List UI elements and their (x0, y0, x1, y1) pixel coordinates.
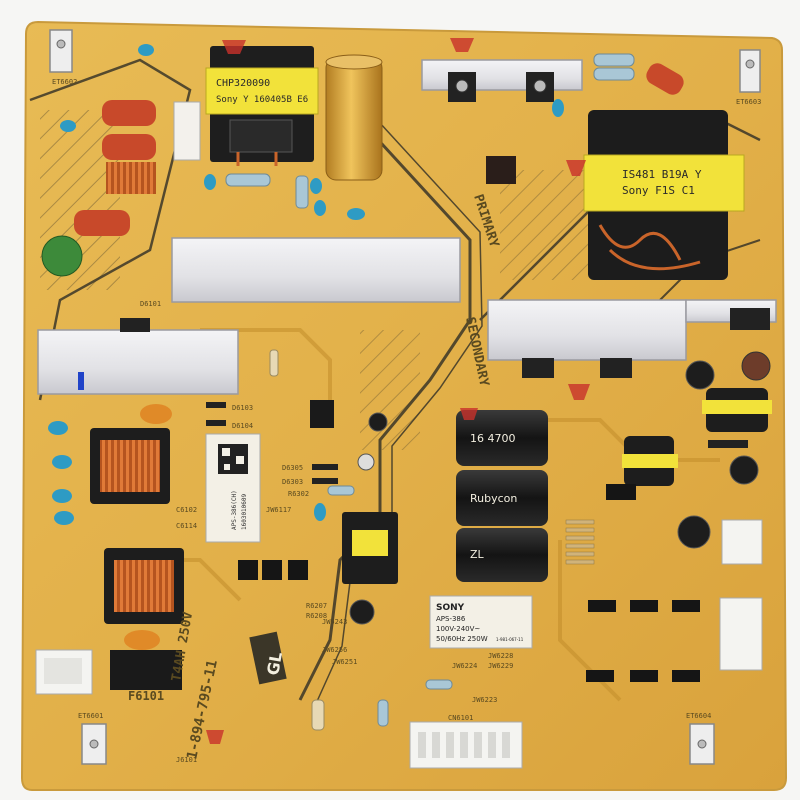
ceramic-cap-orange-2 (124, 630, 160, 650)
rating-label: SONY APS-386 100V-240V~ 50/60Hz 250W 1-9… (429, 595, 533, 649)
silk-warning-marks-red (206, 38, 590, 744)
silk-jw6243: JW6243 (322, 618, 347, 626)
silk-r6207: R6207 (306, 602, 327, 610)
silk-fuse-ref: F6101 (128, 689, 164, 703)
silk-r6208: R6208 (306, 612, 327, 620)
heatsink-top-bracket (421, 59, 583, 91)
mounting-tab-bottom-left (81, 723, 107, 765)
ic-chip-rows (238, 484, 700, 682)
transformer-standby (342, 512, 398, 584)
silk-jw6256: JW6256 (322, 646, 347, 654)
capacitor-brand: Rubycon (470, 492, 517, 505)
silk-et6601: ET6601 (78, 712, 103, 720)
ic-chip-8pin (310, 400, 334, 428)
ceramic-caps-blue (48, 44, 564, 525)
silk-jw6251: JW6251 (332, 658, 357, 666)
film-capacitors (74, 63, 684, 236)
trace-hatch-right (500, 170, 590, 280)
mounting-tab-bottom-right (689, 723, 715, 765)
silk-jw6229: JW6229 (488, 662, 513, 670)
silk-jw6223: JW6223 (472, 696, 497, 704)
connector-right-2 (719, 597, 763, 671)
silk-d6305: D6305 (282, 464, 303, 472)
inductors-yellow-right (622, 388, 772, 486)
fuse-holder (110, 650, 182, 690)
silk-d6101: D6101 (140, 300, 161, 308)
qr-label-id-1: APS-386(CH) (231, 490, 238, 530)
silk-d6303: D6303 (282, 478, 303, 486)
silk-r6302: R6302 (288, 490, 309, 498)
silk-et6603: ET6603 (736, 98, 761, 106)
transistors-right-heatsink (522, 308, 770, 378)
silk-jw6117: JW6117 (266, 506, 291, 514)
qr-label: APS-386(CH) 1603010609 (205, 433, 261, 543)
transformer-small: CHP320090 Sony Y 160405B E6 (205, 46, 319, 166)
bobbin-small (486, 156, 516, 184)
rating-label-brand: SONY (436, 603, 465, 613)
heatsink-left (37, 329, 239, 395)
white-capacitor-block (173, 101, 201, 161)
silk-c6102: C6102 (176, 506, 197, 514)
blue-marker (78, 372, 84, 390)
trace-hatch-center (360, 330, 420, 450)
silk-j6101: J6101 (176, 756, 197, 764)
resistors (225, 53, 635, 731)
rating-label-power: 50/60Hz 250W (436, 635, 488, 643)
rating-label-model: APS-386 (436, 615, 466, 623)
connector-ac-input (35, 649, 93, 695)
silk-d6103: D6103 (232, 404, 253, 412)
rating-label-code: 1-981-067-11 (496, 637, 524, 642)
transformer-large: IS481 B19A Y Sony F1S C1 (583, 110, 745, 280)
mounting-tab-et6602 (49, 29, 73, 73)
emi-choke-1 (90, 428, 170, 504)
smd-resistor-array (565, 519, 595, 565)
silk-model-badge: GL (249, 631, 287, 685)
transformer-small-label-1: CHP320090 (216, 78, 270, 89)
silk-jw6224: JW6224 (452, 662, 477, 670)
inductor-orange (106, 162, 156, 194)
connector-cn6101 (409, 721, 523, 769)
silk-et6602: ET6602 (52, 78, 77, 86)
mounting-tab-et6601 (739, 49, 761, 93)
transistor-left (120, 318, 150, 332)
silk-c6114: C6114 (176, 522, 197, 530)
silk-et6604: ET6604 (686, 712, 711, 720)
heatsink-top-center (171, 237, 461, 303)
silk-d6104: D6104 (232, 422, 253, 430)
rating-label-voltage: 100V-240V~ (436, 625, 480, 633)
silk-jw6228: JW6228 (488, 652, 513, 660)
capacitor-text-1: 16 4700 (470, 432, 516, 445)
capacitor-bulk-gold (325, 54, 383, 181)
diodes (206, 402, 748, 484)
transformer-small-label-2: Sony Y 160405B E6 (216, 95, 308, 105)
ceramic-cap-orange-1 (140, 404, 172, 424)
silk-cn6101: CN6101 (448, 714, 473, 722)
emi-choke-2 (104, 548, 184, 624)
qr-label-id-2: 1603010609 (241, 493, 248, 530)
transformer-large-label-2: Sony F1S C1 (622, 184, 695, 197)
varistor-green (41, 235, 83, 277)
capacitor-series: ZL (470, 548, 485, 561)
transistor-pair-top (448, 72, 554, 102)
capacitors-small-radial (349, 351, 771, 625)
capacitor-bank-black: 16 4700 Rubycon ZL (456, 410, 548, 582)
heatsink-right (487, 299, 687, 361)
connector-right-1 (721, 519, 763, 565)
silk-model-code: GL (263, 650, 286, 676)
transformer-large-label-1: IS481 B19A Y (622, 168, 702, 181)
